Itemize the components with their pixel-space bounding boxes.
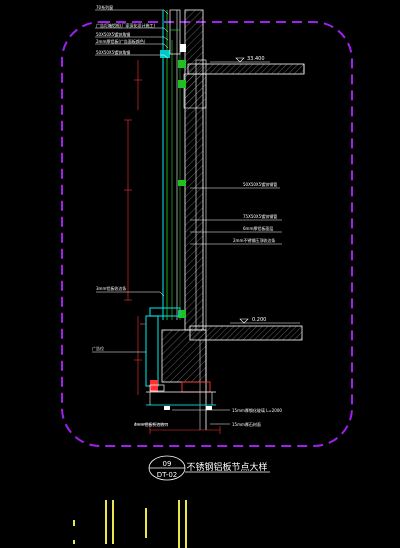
lower-slab <box>161 325 303 430</box>
callout-aluminum-panel: 2mm厚铝板(广告面板颜色) <box>96 38 146 44</box>
callout-fold-edge: 4mm铝板折边收口 <box>134 421 168 427</box>
callout-angle-steel-1: 50X50X5镀锌角钢 <box>96 31 130 37</box>
callout-glass: 15mm厚钢化玻璃 L=2000 <box>232 407 282 413</box>
level-mark-upper: 33.400 <box>210 56 270 63</box>
callout-coping: 2mm不锈钢压顶收边条 <box>233 237 275 243</box>
window-detail <box>169 9 186 55</box>
upper-slab <box>183 63 305 109</box>
detail-title-block: 09 DT-02 不锈钢铝板节点大样 <box>148 455 270 481</box>
level-mark-lower: 0.200 <box>230 317 300 324</box>
dimension-lines <box>124 60 221 434</box>
detail-sheet: DT-02 <box>157 471 177 479</box>
detail-title: 不锈钢铝板节点大样 <box>186 461 267 473</box>
detail-number: 09 <box>163 460 172 468</box>
callout-angle-steel-2: 50X50X5镀锌角钢 <box>96 49 130 55</box>
concrete-wall <box>184 9 207 331</box>
callout-lightbox-frame: 广告灯箱铝框(厂家深化设计施工) <box>96 22 156 28</box>
cladding-system <box>140 10 216 410</box>
leader-lines <box>92 9 282 425</box>
callouts: 70系列窗 广告灯箱铝框(厂家深化设计施工) 50X50X5镀锌角钢 2mm厚铝… <box>92 4 282 427</box>
callout-panel-face: 6mm厚铝板面层 <box>243 225 273 231</box>
callout-steel-pipe: 50X50X5镀锌钢管 <box>243 181 277 187</box>
bottom-notes <box>73 500 187 548</box>
callout-window: 70系列窗 <box>96 4 113 10</box>
callout-stone: 15mm厚石材面 <box>232 421 261 427</box>
detail-boundary <box>61 21 353 447</box>
level-lower-label: 0.200 <box>252 317 266 323</box>
level-upper-label: 33.400 <box>247 56 265 62</box>
callout-ad-space: 广告位 <box>92 345 104 351</box>
callout-edge-strip: 3mm铝板收边条 <box>96 285 126 291</box>
callout-steel-pipe-2: 75X50X5镀锌钢管 <box>243 213 277 219</box>
